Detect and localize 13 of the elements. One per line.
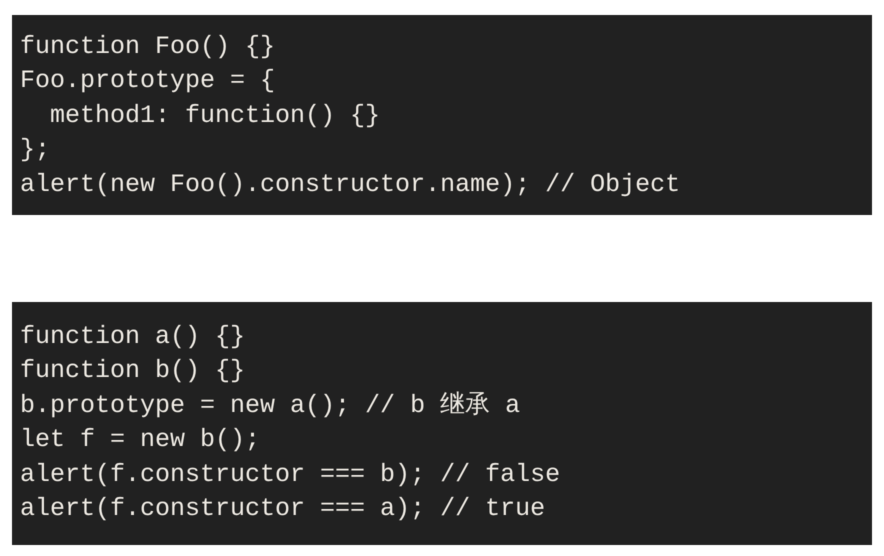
code-line: alert(f.constructor === b); // false: [20, 458, 560, 491]
code-line: method1: function() {}: [49, 100, 380, 132]
code-line: function Foo() {}: [20, 31, 276, 63]
code-line: alert(f.constructor === a); // true: [20, 493, 546, 526]
code-line: Foo.prototype = {: [20, 65, 276, 98]
code-line: function b() {}: [20, 355, 246, 388]
code-line: function a() {}: [20, 321, 246, 353]
code-block: [12, 15, 872, 215]
code-line: alert(new Foo().constructor.name); // Object: [20, 168, 680, 201]
code-line: };: [20, 134, 50, 166]
code-line: let f = new b();: [20, 424, 260, 456]
code-line: b.prototype = new a(); // b 继承 a: [20, 390, 520, 422]
code-block: [12, 302, 872, 545]
